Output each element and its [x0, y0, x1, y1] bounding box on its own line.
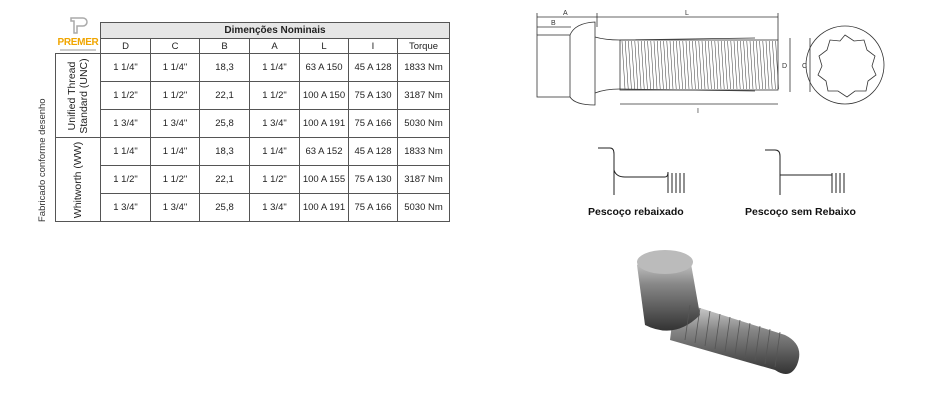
table-cell: 1 1/2" [150, 165, 200, 194]
table-row: Unified Thread Standard (UNC)1 1/4"1 1/4… [55, 53, 450, 138]
column-header-d: D [100, 38, 151, 54]
dim-A: A [563, 10, 568, 17]
table-cell: 45 A 128 [348, 137, 398, 166]
table-cell: 1 1/4" [249, 53, 300, 82]
table-cell: 25,8 [199, 109, 250, 138]
table-cell: 75 A 166 [348, 193, 398, 222]
neck-profiles-drawing [598, 147, 845, 195]
table-cell: 1 1/4" [249, 137, 300, 166]
dim-I: I [697, 108, 699, 115]
table-cell: 22,1 [199, 165, 250, 194]
table-cell: 1 1/2" [150, 81, 200, 110]
blank [56, 23, 101, 39]
table-cell: 1 1/2" [100, 165, 151, 194]
bolt-technical-drawing: A B L I D C [536, 10, 885, 115]
table-cell: 1833 Nm [397, 53, 450, 82]
dim-L: L [685, 10, 689, 17]
table-cell: 1 1/4" [150, 137, 200, 166]
table-cell: 75 A 130 [348, 81, 398, 110]
table-cell: 1833 Nm [397, 137, 450, 166]
group-label: Whitworth (WW) [55, 137, 101, 222]
column-header-l: L [299, 38, 349, 54]
dim-D: D [782, 63, 787, 70]
table-cell: 100 A 150 [299, 81, 349, 110]
caption-neck-plain: Pescoço sem Rebaixo [745, 206, 856, 218]
table-cell: 1 1/2" [100, 81, 151, 110]
blank [56, 39, 101, 54]
group-label: Unified Thread Standard (UNC) [55, 53, 101, 138]
table-cell: 1 1/2" [249, 165, 300, 194]
column-header-torque: Torque [397, 38, 450, 54]
bolt-photo [637, 250, 800, 374]
table-cell: 1 3/4" [249, 109, 300, 138]
table-cell: 1 1/2" [249, 81, 300, 110]
group-label-text: Whitworth (WW) [72, 141, 84, 218]
group-label-text: Unified Thread Standard (UNC) [66, 57, 90, 134]
table-cell: 100 A 191 [299, 193, 349, 222]
table-cell: 63 A 152 [299, 137, 349, 166]
table-cell: 1 3/4" [150, 193, 200, 222]
caption-neck-reduced: Pescoço rebaixado [588, 206, 684, 218]
table-cell: 25,8 [199, 193, 250, 222]
table-cell: 3187 Nm [397, 165, 450, 194]
table-cell: 45 A 128 [348, 53, 398, 82]
table-cell: 1 1/4" [150, 53, 200, 82]
table-cell: 22,1 [199, 81, 250, 110]
dim-C: C [802, 63, 807, 70]
table-cell: 18,3 [199, 137, 250, 166]
table-cell: 1 3/4" [100, 109, 151, 138]
table-cell: 100 A 191 [299, 109, 349, 138]
side-label: Fabricado conforme desenho [37, 98, 48, 222]
table-cell: 1 3/4" [150, 109, 200, 138]
table-cell: 63 A 150 [299, 53, 349, 82]
table-cell: 3187 Nm [397, 81, 450, 110]
column-header-b: B [199, 38, 250, 54]
table-cell: 1 3/4" [249, 193, 300, 222]
table-cell: 5030 Nm [397, 109, 450, 138]
column-header-i: I [348, 38, 398, 54]
logo-icon [70, 17, 88, 34]
column-header-a: A [249, 38, 300, 54]
table-cell: 1 1/4" [100, 53, 151, 82]
column-header-c: C [150, 38, 200, 54]
table-cell: 75 A 166 [348, 109, 398, 138]
table-cell: 100 A 155 [299, 165, 349, 194]
table-cell: 5030 Nm [397, 193, 450, 222]
table-cell: 75 A 130 [348, 165, 398, 194]
premer-logo: PREMER [56, 16, 100, 52]
table-title: Dimenções Nominais [100, 22, 450, 39]
table-cell: 1 1/4" [100, 137, 151, 166]
table-cell: 18,3 [199, 53, 250, 82]
table-cell: 1 3/4" [100, 193, 151, 222]
dim-B: B [551, 20, 556, 27]
